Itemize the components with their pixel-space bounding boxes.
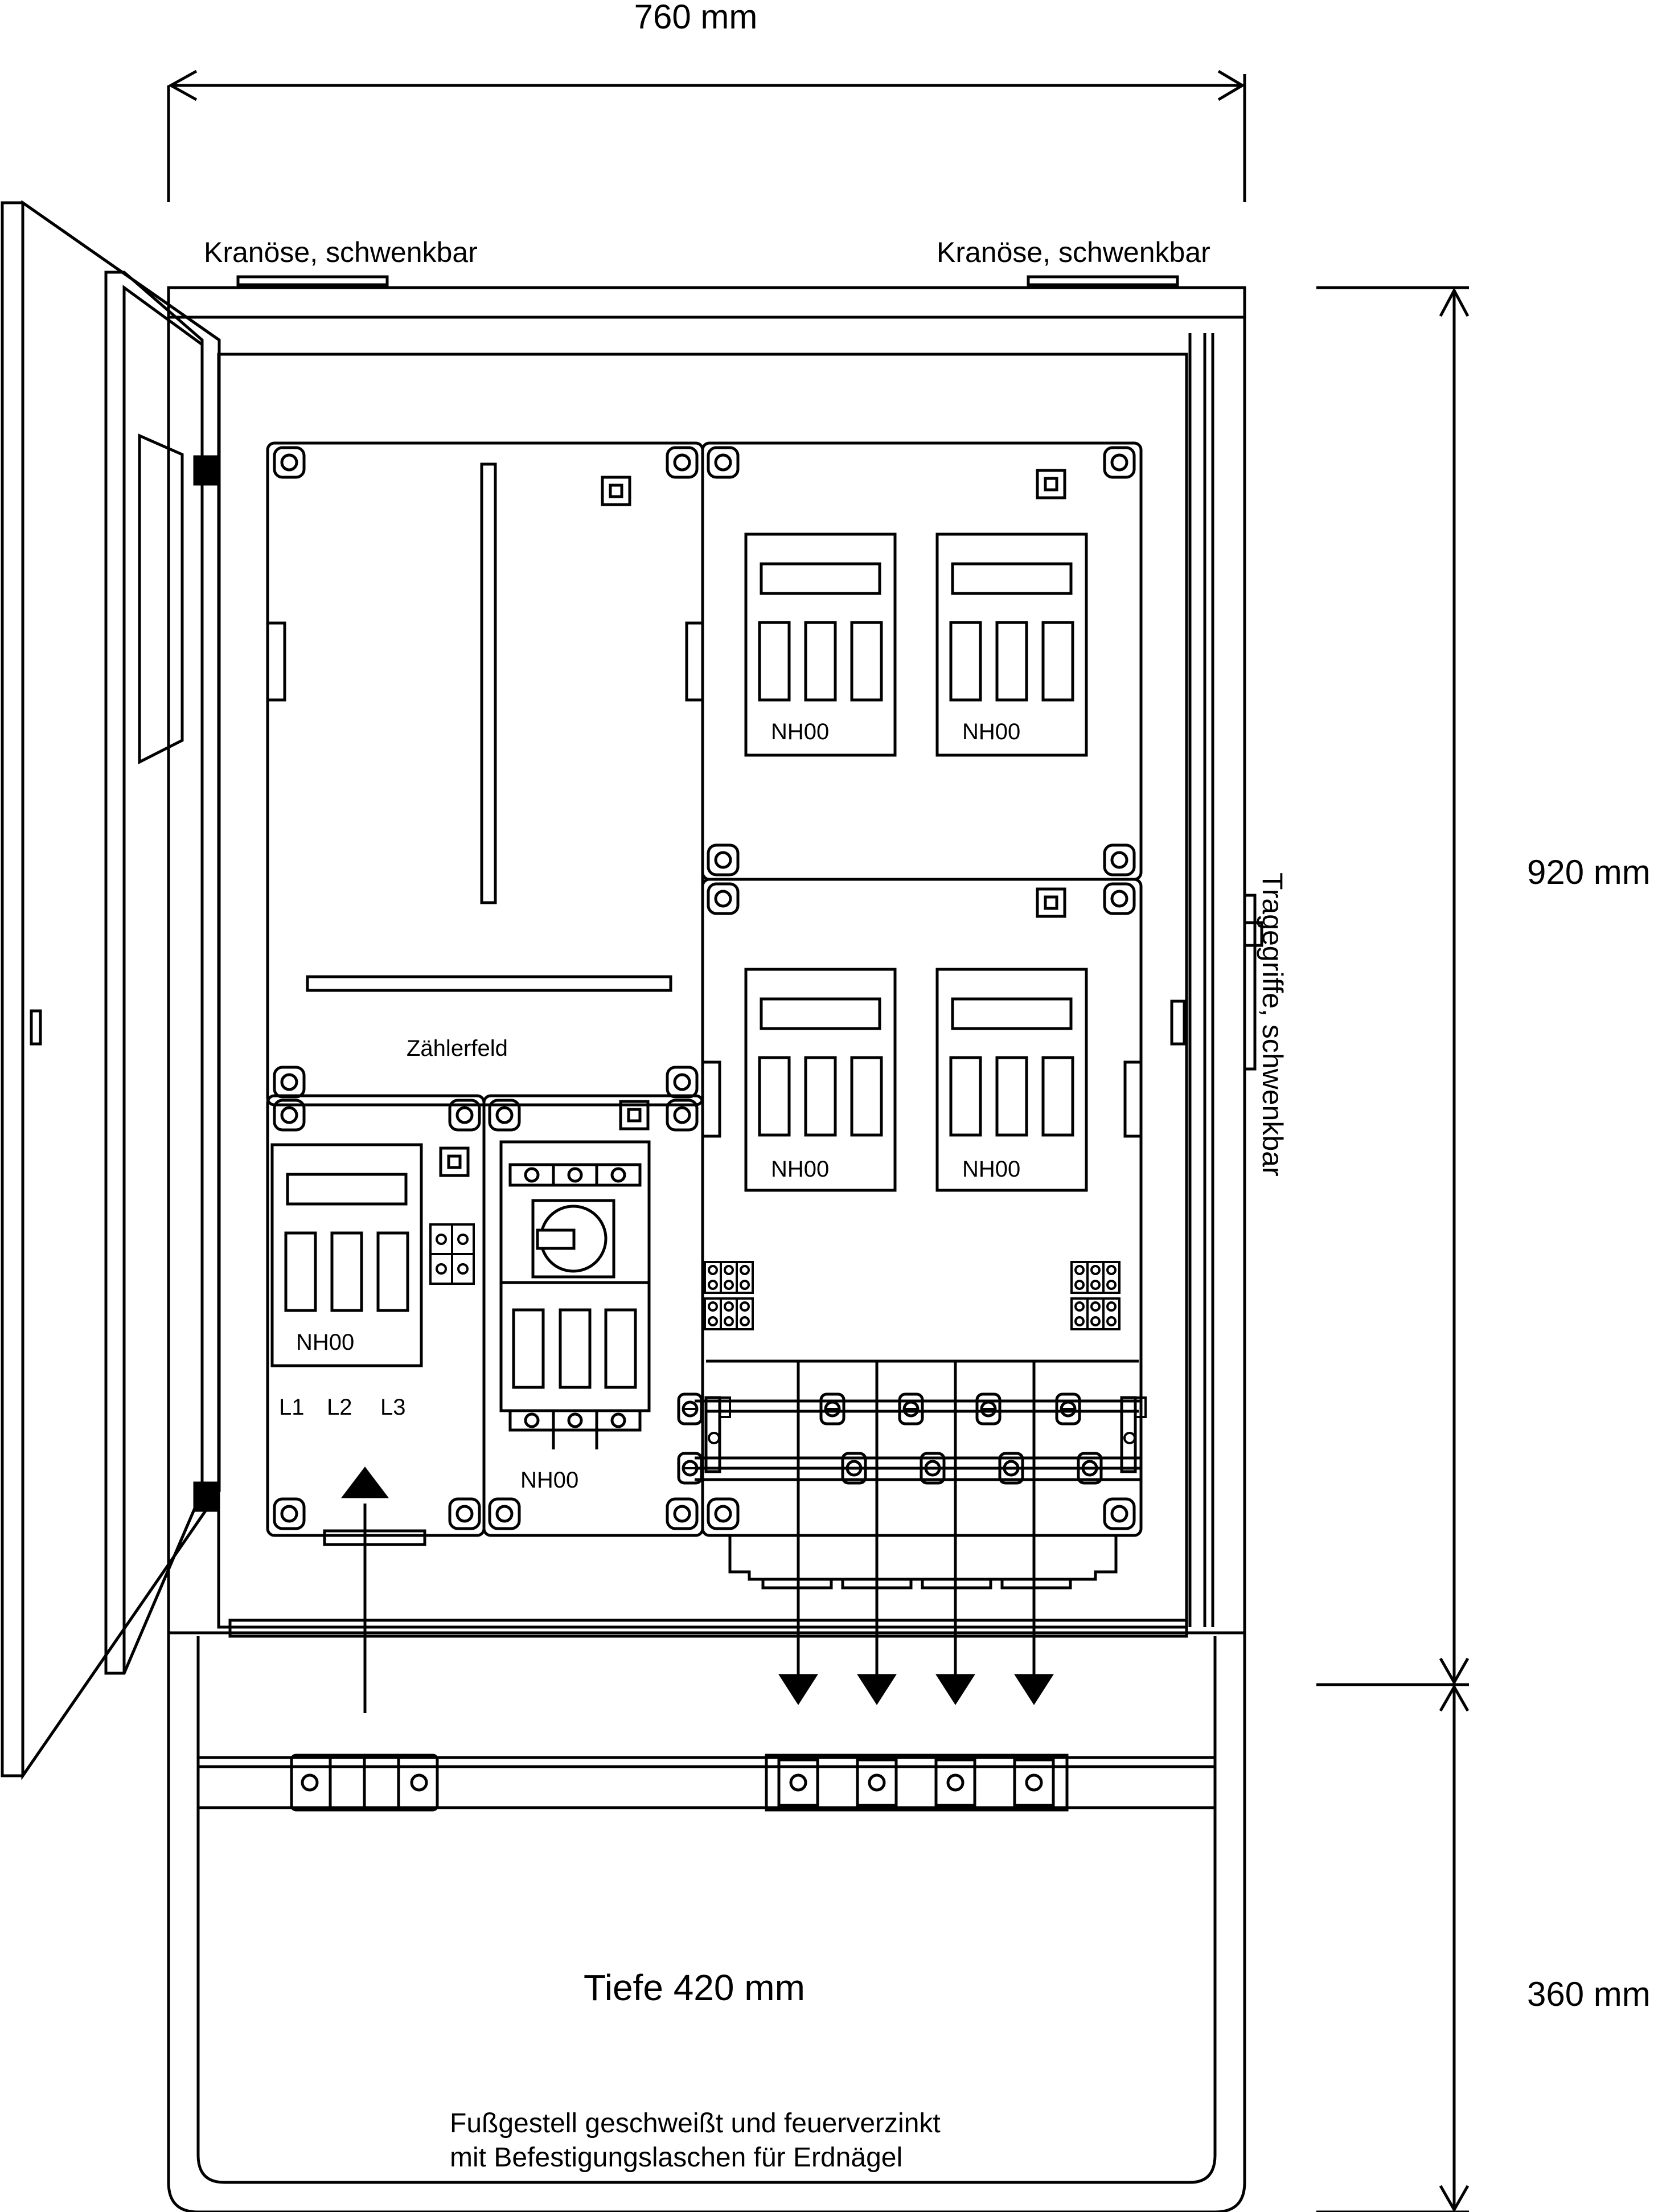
incoming-cable-arrow [340,1467,389,1713]
base-height-label: 360 mm [1527,1975,1651,2013]
cable-clamp-bar [765,1754,1069,1812]
fuse-label: NH00 [962,719,1020,744]
fuse-label: NH00 [771,1157,829,1182]
nh00-fuse-base-5: NH00 [272,1145,421,1366]
crane-eye-right-label: Kranöse, schwenkbar [937,236,1210,268]
terminal-block-right [1070,1261,1121,1330]
fuse-label: NH00 [962,1157,1020,1182]
nh00-fuse-base-1: NH00 [746,534,895,755]
nh00-load-switch [499,1140,651,1449]
base-frame: Tiefe 420 mm Fußgestell geschweißt und f… [167,1633,1246,2212]
width-label: 760 mm [634,0,758,36]
carry-handles-label: Tragegriffe, schwenkbar [1257,872,1288,1177]
terminal-block-small [429,1223,475,1285]
cabinet-body [167,286,1246,1638]
ground-bar-left [290,1754,439,1812]
fuse-label: NH00 [296,1330,354,1355]
cabinet-height-label: 920 mm [1527,853,1651,891]
nh00-fuse-base-2: NH00 [937,534,1086,755]
meter-field-panel: Zählerfeld [266,441,704,1107]
upper-right-fuse-panel: NH00 NH00 [701,441,1143,881]
width-dimension: 760 mm [167,0,1246,202]
phase-l3-label: L3 [380,1395,406,1420]
fuse-label: NH00 [520,1468,578,1493]
phase-l2-label: L2 [327,1395,352,1420]
busbar-assembly [679,1359,1147,1483]
rotary-handle-icon [536,1205,608,1273]
nh00-fuse-base-3: NH00 [746,969,895,1190]
fuse-label: NH00 [771,719,829,744]
crane-eye-left: Kranöse, schwenkbar [204,236,478,286]
lower-right-distribution-panel: NH00 NH00 [679,878,1186,1590]
base-note-line1: Fußgestell geschweißt und feuerverzinkt [450,2108,941,2139]
crane-eye-right: Kranöse, schwenkbar [937,236,1210,286]
crane-eye-left-label: Kranöse, schwenkbar [204,236,478,268]
base-note-line2: mit Befestigungslaschen für Erdnägel [450,2143,902,2173]
depth-label: Tiefe 420 mm [584,1967,805,2008]
meter-field-label: Zählerfeld [407,1036,508,1061]
height-dimension: 920 mm 360 mm [1316,286,1651,2212]
cable-entry-tray [728,1535,1118,1590]
cabinet-door [1,200,221,1781]
phase-l1-label: L1 [279,1395,305,1420]
nh00-fuse-base-4: NH00 [937,969,1086,1190]
main-switch-panel: NH00 [482,1094,704,1537]
carry-handle: Tragegriffe, schwenkbar [1243,872,1288,1177]
terminal-block-left [704,1261,754,1330]
lower-left-fuse-panel: NH00 L1 L2 L3 [266,1094,486,1546]
